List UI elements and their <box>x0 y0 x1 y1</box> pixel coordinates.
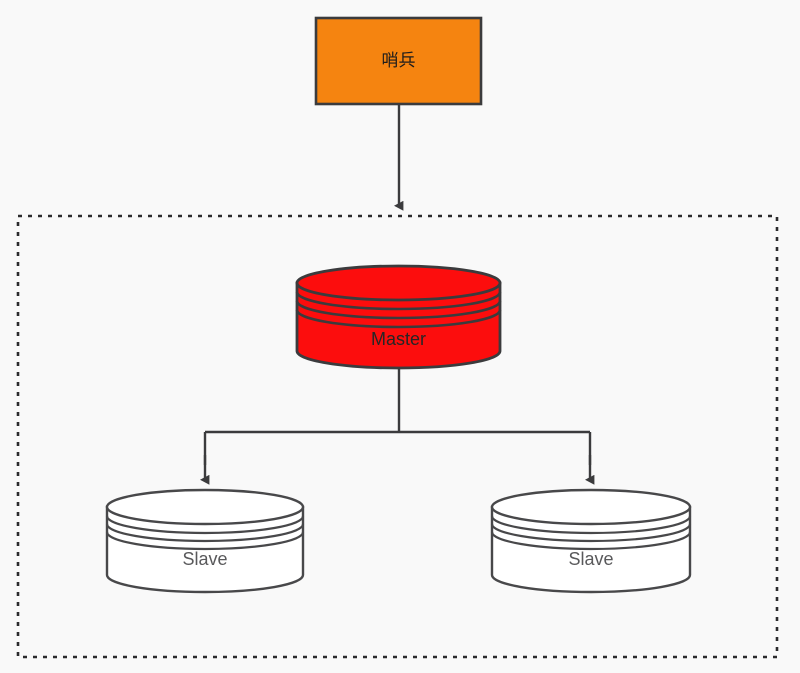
sentinel-node[interactable] <box>314 16 483 106</box>
slave-left-disk-line-3 <box>105 531 305 551</box>
slave-right-disk-line-3 <box>490 531 692 551</box>
slave-left-disk-line-2 <box>105 523 305 543</box>
master-node[interactable] <box>295 264 502 370</box>
master-cylinder-top <box>295 264 502 302</box>
slave-left-disk-line-1 <box>105 515 305 535</box>
master-disk-line-1 <box>295 291 502 311</box>
master-disk-line-2 <box>295 300 502 320</box>
edge-master-to-slaves <box>200 368 595 485</box>
slave-right-cylinder-top <box>490 488 692 526</box>
master-disk-line-3 <box>295 309 502 329</box>
slave-right-disk-line-1 <box>490 515 692 535</box>
slave-right-node[interactable] <box>490 488 692 594</box>
slave-left-cylinder-top <box>105 488 305 526</box>
slave-right-disk-line-2 <box>490 523 692 543</box>
master-cylinder-body[interactable] <box>295 281 502 370</box>
slave-left-node[interactable] <box>105 488 305 594</box>
sentinel-box[interactable] <box>314 16 483 106</box>
